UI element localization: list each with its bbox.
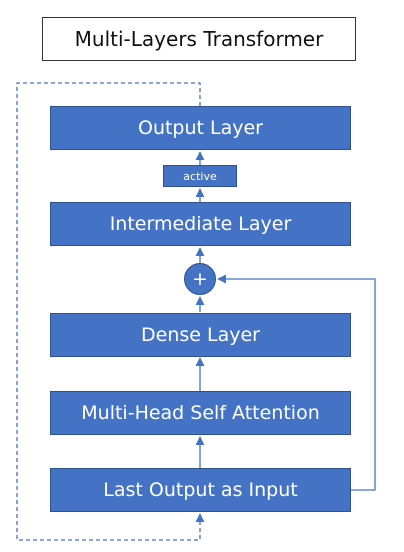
dashed-feedback-loop — [16, 82, 205, 541]
add-node: + — [184, 263, 216, 295]
activation-block: active — [163, 165, 237, 187]
dense-layer-block: Dense Layer — [50, 313, 351, 357]
multi-head-self-attention-block: Multi-Head Self Attention — [50, 391, 351, 435]
residual-connection-arrow — [217, 274, 376, 491]
output-layer-block: Output Layer — [50, 106, 351, 150]
diagram-title: Multi-Layers Transformer — [42, 17, 356, 61]
intermediate-layer-block: Intermediate Layer — [50, 202, 351, 246]
last-output-as-input-block: Last Output as Input — [50, 468, 351, 512]
